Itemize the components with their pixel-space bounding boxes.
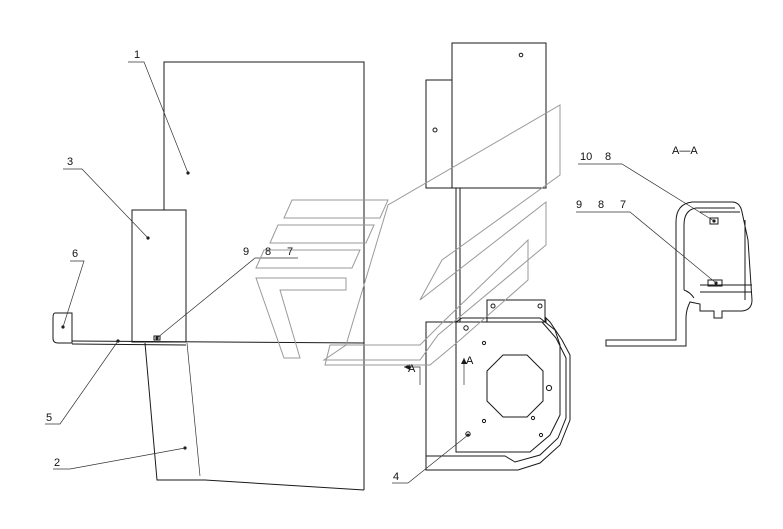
base-plate-inner xyxy=(426,322,566,462)
angle-profile xyxy=(606,202,752,346)
label-section-10: 10 xyxy=(580,151,592,163)
label-section-marker-left: A xyxy=(408,363,416,375)
label-callout-9: 9 xyxy=(243,246,249,258)
label-part-4: 4 xyxy=(393,471,399,483)
label-section-7: 7 xyxy=(620,199,626,211)
label-section-8: 8 xyxy=(598,199,604,211)
label-section-marker-right: A xyxy=(466,355,474,367)
base-plate-part-4 xyxy=(426,318,570,470)
leader-lines-section xyxy=(576,164,716,283)
panel-lower-fold xyxy=(187,343,200,476)
fastener-987 xyxy=(154,336,160,340)
labels: 1 3 6 9 8 7 5 2 4 A—A 10 8 9 8 7 A A xyxy=(46,49,698,483)
leader-lines-left xyxy=(45,62,298,469)
label-part-3: 3 xyxy=(67,156,73,168)
label-part-2: 2 xyxy=(54,457,60,469)
hole-upper-box xyxy=(519,53,523,57)
rod-part-5-lower xyxy=(72,344,186,345)
label-callout-7: 7 xyxy=(287,246,293,258)
top-bracket xyxy=(487,300,545,322)
upper-side-plate xyxy=(426,80,452,188)
label-callout-8: 8 xyxy=(265,246,271,258)
label-section-title: A—A xyxy=(672,145,698,157)
label-section-8-top: 8 xyxy=(605,151,611,163)
bracket-part-6 xyxy=(53,313,72,343)
label-part-5: 5 xyxy=(46,412,52,424)
hole-side-plate xyxy=(433,128,437,132)
base-flange xyxy=(456,318,560,452)
panel-lower-outline xyxy=(145,343,364,490)
middle-view xyxy=(404,43,570,470)
upper-box xyxy=(452,43,546,188)
leader-lines-middle xyxy=(392,435,468,483)
left-view xyxy=(53,62,364,490)
section-a-a xyxy=(606,202,752,346)
rod-part-5 xyxy=(72,341,364,343)
watermark-logo xyxy=(256,105,560,365)
panel-main-outline xyxy=(164,62,364,490)
label-part-1: 1 xyxy=(134,49,140,61)
label-part-6: 6 xyxy=(72,248,78,260)
octagon-opening xyxy=(487,355,543,417)
label-section-9: 9 xyxy=(576,199,582,211)
